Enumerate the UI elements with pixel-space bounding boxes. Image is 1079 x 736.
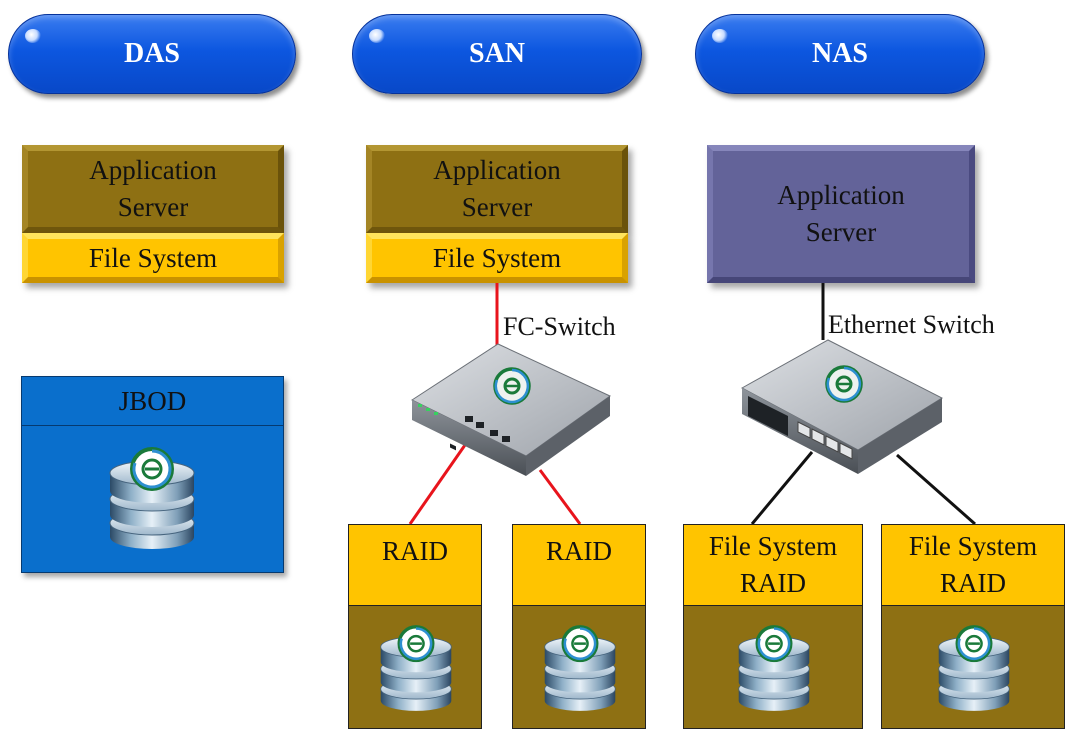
file-system-label: File System	[908, 531, 1038, 561]
fc-switch-label: FC-Switch	[503, 312, 616, 341]
das-application-server: Application Server	[22, 145, 284, 233]
fc-switch-icon	[410, 343, 611, 476]
file-system-label: File System	[88, 242, 218, 273]
das-title: DAS	[123, 38, 180, 69]
file-system-label: File System	[708, 531, 838, 561]
nas-storage-right: File System RAID	[881, 524, 1065, 606]
fc-ports	[450, 416, 510, 451]
nas-header: NAS	[695, 14, 985, 94]
server-label-line1: Application	[89, 155, 217, 185]
nas-title: NAS	[811, 38, 868, 69]
file-system-label: File System	[432, 242, 562, 273]
server-label-line1: Application	[777, 180, 905, 210]
fc-link-raid-right	[538, 469, 582, 525]
san-header: SAN	[352, 14, 642, 94]
nas-application-server: Application Server	[707, 145, 975, 283]
raid-label: RAID	[740, 568, 806, 598]
ethernet-switch-label: Ethernet Switch	[828, 310, 995, 339]
raid-label: RAID	[940, 568, 1006, 598]
nas-storage-left: File System RAID	[683, 524, 863, 606]
das-header: DAS	[8, 14, 296, 94]
fc-link-raid-left	[408, 444, 467, 525]
san-application-server: Application Server	[366, 145, 628, 233]
jbod-label-row: JBOD	[22, 377, 283, 426]
nas-storage-right-disk	[881, 606, 1065, 729]
das-jbod: JBOD	[21, 376, 284, 573]
server-label-line2: Server	[461, 192, 533, 222]
server-label-line2: Server	[117, 192, 189, 222]
gloss-highlight	[25, 29, 41, 43]
ethernet-switch-icon	[740, 339, 944, 474]
das-file-system: File System	[22, 233, 284, 283]
jbod-label: JBOD	[118, 385, 187, 416]
ethernet-link-storage-right	[896, 453, 976, 526]
database-icon	[374, 618, 458, 718]
database-icon	[538, 618, 622, 718]
raid-label: RAID	[382, 536, 448, 566]
gloss-highlight	[369, 29, 385, 43]
database-icon	[932, 618, 1016, 718]
nas-storage-left-disk	[683, 606, 863, 729]
san-raid-right: RAID	[512, 524, 646, 606]
san-file-system: File System	[366, 233, 628, 283]
gloss-highlight	[712, 29, 728, 43]
san-raid-left-storage	[348, 606, 482, 729]
san-raid-left: RAID	[348, 524, 482, 606]
ethernet-link-storage-left	[750, 451, 814, 525]
san-raid-right-storage	[512, 606, 646, 729]
database-icon	[732, 618, 816, 718]
san-title: SAN	[468, 38, 525, 69]
raid-label: RAID	[546, 536, 612, 566]
server-label-line1: Application	[433, 155, 561, 185]
server-label-line2: Server	[805, 217, 877, 247]
